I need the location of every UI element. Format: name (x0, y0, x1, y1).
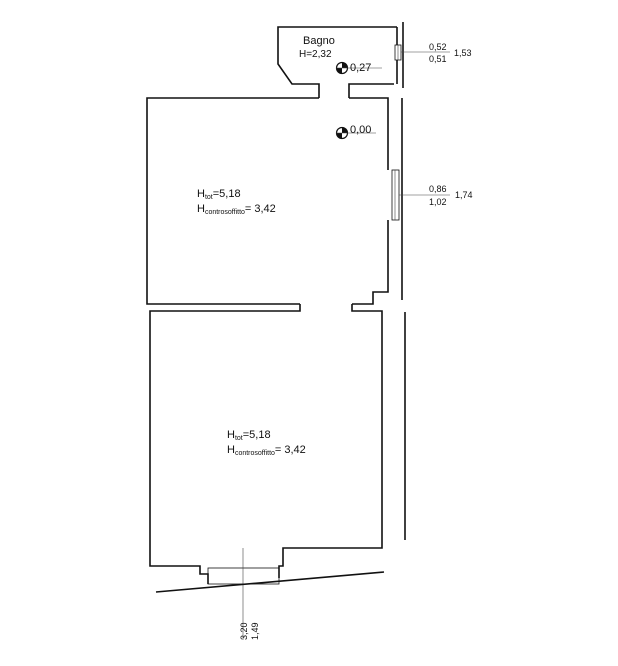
bathroom-walls (277, 22, 404, 98)
entrance (155, 548, 385, 640)
entrance-height: 3,20 (239, 622, 249, 640)
lower-room-total-height: Htot=5,18 (227, 429, 271, 442)
bath-window-sill: 0,51 (429, 54, 447, 64)
bath-window-height: 1,53 (454, 48, 472, 58)
elevation-main: 0,00 (350, 124, 371, 136)
entrance-width: 1,49 (250, 622, 260, 640)
lower-room-walls (149, 304, 406, 584)
level-marker-upper-room (335, 126, 376, 140)
upper-window-sill: 1,02 (429, 197, 447, 207)
level-marker-bathroom (335, 61, 382, 75)
bathroom-window (394, 44, 450, 61)
lower-room-false-ceiling-height: Hcontrosoffitto= 3,42 (227, 444, 306, 457)
elevation-bathroom: 0,27 (350, 62, 371, 74)
upper-room-false-ceiling-height: Hcontrosoffitto= 3,42 (197, 203, 276, 216)
upper-room-walls (146, 97, 403, 305)
bath-window-width: 0,52 (429, 42, 447, 52)
upper-window-width: 0,86 (429, 184, 447, 194)
upper-window-height: 1,74 (455, 190, 473, 200)
bathroom-label: Bagno (303, 35, 335, 47)
upper-room-window (391, 169, 450, 221)
upper-room-total-height: Htot=5,18 (197, 188, 241, 201)
bathroom-height: H=2,32 (299, 49, 332, 60)
